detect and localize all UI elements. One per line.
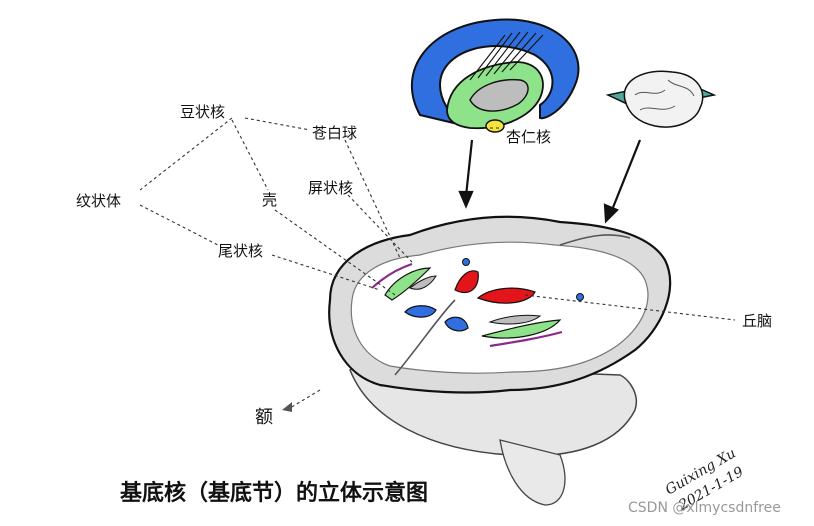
caudate-arc xyxy=(410,18,580,126)
caudate-section-left xyxy=(404,305,437,318)
putamen-right xyxy=(481,319,562,339)
label-thalamus: 丘脑 xyxy=(742,312,772,330)
amygdala-model xyxy=(485,119,505,133)
caudate-section-right xyxy=(444,316,469,332)
leader-lines xyxy=(139,117,736,409)
projection-arrows xyxy=(458,139,642,224)
white-matter xyxy=(350,241,649,374)
label-striatum: 纹状体 xyxy=(76,192,121,210)
label-caudate: 尾状核 xyxy=(218,242,263,260)
globus-pallidus-left xyxy=(409,275,437,290)
label-lentiform: 豆状核 xyxy=(180,103,225,121)
thalamus-right xyxy=(476,287,536,304)
label-globus-pallidus: 苍白球 xyxy=(312,124,357,142)
brainstem xyxy=(499,439,566,506)
globus-gray xyxy=(469,78,529,112)
frontal-arrowhead xyxy=(282,402,292,412)
label-claustrum: 屏状核 xyxy=(308,179,353,197)
thalamus-left xyxy=(454,270,479,293)
claustrum-right xyxy=(489,330,563,348)
caudate-tail-dot-2 xyxy=(576,293,584,301)
claustrum-left xyxy=(371,262,413,289)
internal-capsule-strands xyxy=(469,31,544,81)
caudate-tail-dot-1 xyxy=(462,258,470,266)
globus-pallidus-right xyxy=(488,314,542,325)
basal-ganglia-3d-model xyxy=(410,18,580,133)
watermark: CSDN @xlmycsdnfree xyxy=(628,500,781,516)
midline-fissure xyxy=(394,234,631,376)
diagram-title: 基底核（基底节）的立体示意图 xyxy=(120,480,428,506)
brain-section xyxy=(328,215,672,506)
label-frontal: 额 xyxy=(255,407,273,428)
putamen-left xyxy=(384,267,432,301)
label-amygdala: 杏仁核 xyxy=(506,128,551,146)
mini-brain-plane xyxy=(605,70,717,128)
label-putamen: 壳 xyxy=(262,191,277,209)
